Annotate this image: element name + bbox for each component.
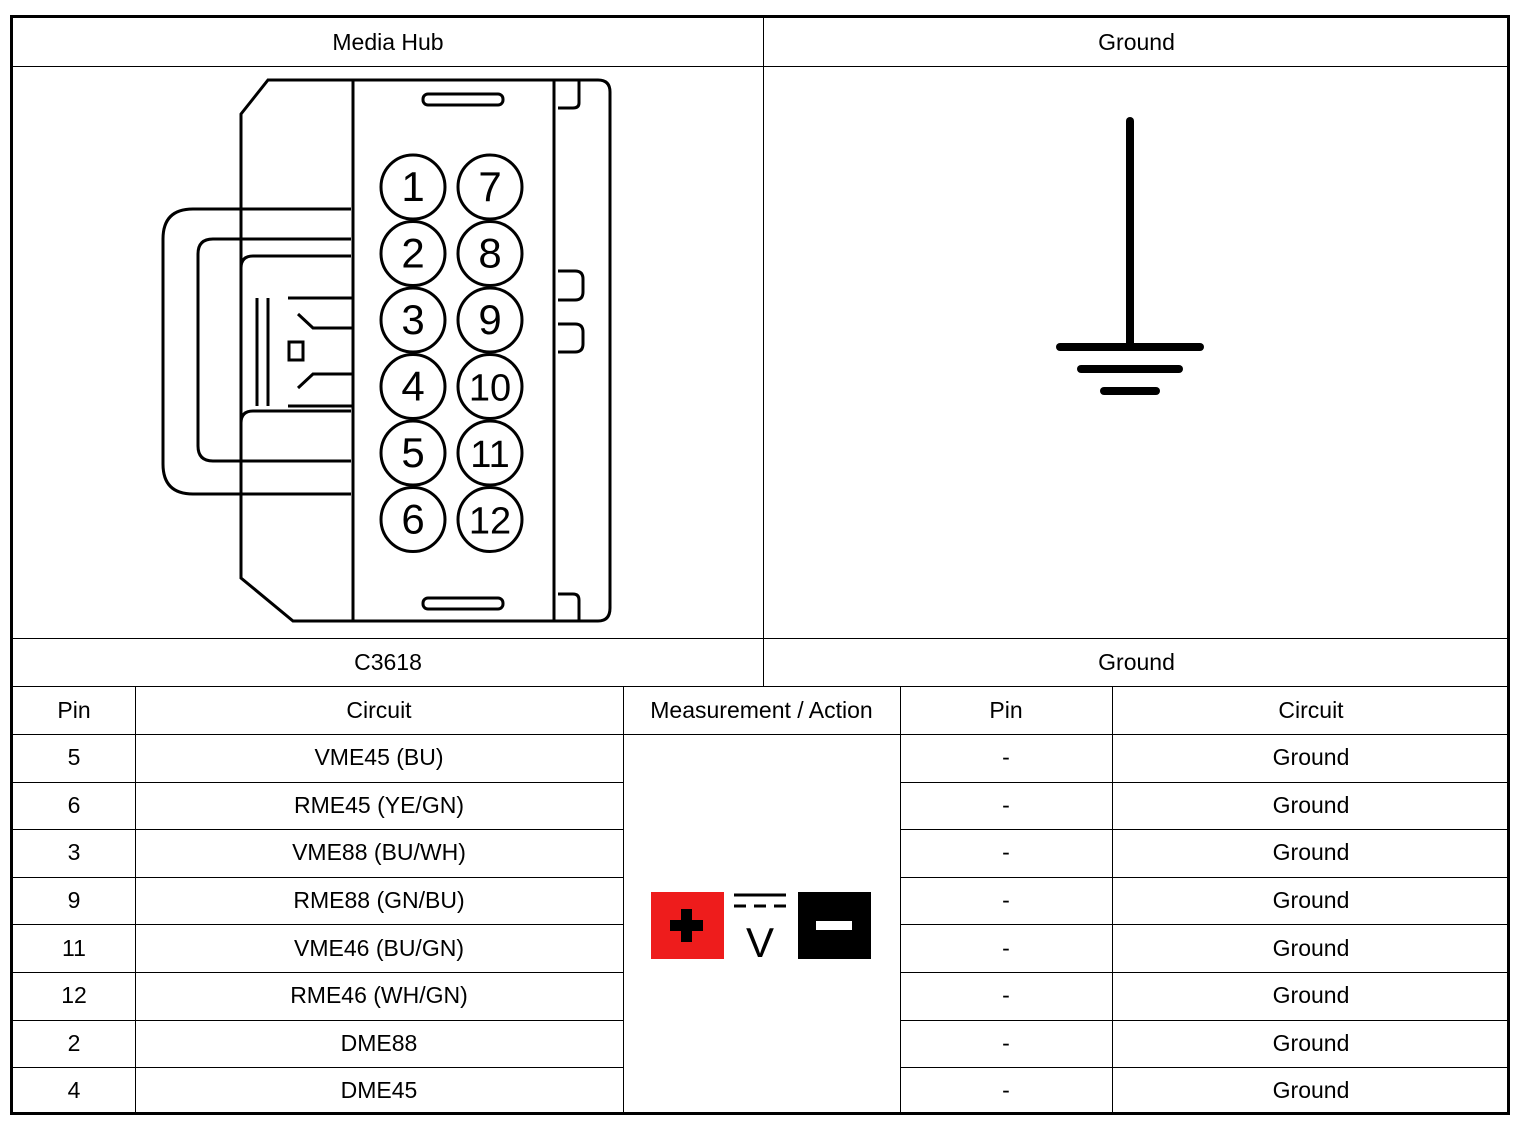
cell-circuit: RME45 (YE/GN) xyxy=(294,791,464,818)
pin-9-circle xyxy=(456,286,524,354)
pin-11-label: 11 xyxy=(470,434,509,476)
col-header-circuit-2: Circuit xyxy=(1278,696,1344,723)
cell-circuit: RME46 (WH/GN) xyxy=(290,982,468,1009)
cell-circuit: RME88 (GN/BU) xyxy=(293,887,465,914)
pin-5-label: 5 xyxy=(401,429,424,476)
cell-circuit: VME45 (BU) xyxy=(314,744,444,771)
cell-circuit-2: Ground xyxy=(1272,1029,1350,1056)
cell-circuit-2: Ground xyxy=(1272,934,1350,961)
dc-voltage-icon xyxy=(734,893,786,908)
pin-8-label: 8 xyxy=(478,230,501,277)
cell-pin: 12 xyxy=(61,982,87,1009)
cell-circuit: VME88 (BU/WH) xyxy=(292,839,466,866)
col-header-pin-2: Pin xyxy=(989,696,1023,723)
positive-probe-icon xyxy=(651,892,724,959)
cell-pin: 6 xyxy=(67,791,81,818)
pin-6-circle xyxy=(379,486,447,553)
pin-8-circle xyxy=(456,220,524,287)
cell-pin: 2 xyxy=(67,1029,81,1056)
ground-title: Ground xyxy=(1098,28,1175,55)
pin-5-circle xyxy=(379,419,447,487)
cell-circuit-2: Ground xyxy=(1272,887,1350,914)
col-header-pin: Pin xyxy=(57,696,91,723)
connector-test-sheet: Media Hub Ground xyxy=(10,15,1510,1115)
cell-pin: 4 xyxy=(67,1077,81,1104)
pin-9-label: 9 xyxy=(478,296,501,343)
voltage-symbol-text: V xyxy=(746,919,774,966)
pin-4-circle xyxy=(379,353,447,420)
col-header-circuit: Circuit xyxy=(346,696,412,723)
pin-2-circle xyxy=(379,220,447,287)
pin-12-label: 12 xyxy=(469,501,511,543)
pin-1-circle xyxy=(379,153,447,221)
cell-pin: 9 xyxy=(67,887,81,914)
pin-11-circle xyxy=(456,419,524,487)
ground-label: Ground xyxy=(1098,648,1175,675)
cell-circuit-2: Ground xyxy=(1272,744,1350,771)
ground-symbol xyxy=(1056,117,1204,395)
pin-1-label: 1 xyxy=(401,163,424,210)
pin-12-circle xyxy=(456,486,524,553)
cell-circuit: VME46 (BU/GN) xyxy=(294,934,464,961)
cell-pin-2: - xyxy=(1002,934,1010,961)
pin-10-circle xyxy=(456,353,524,420)
ground-icon xyxy=(1056,117,1204,395)
cell-pin-2: - xyxy=(1002,887,1010,914)
pin-4-label: 4 xyxy=(401,363,424,410)
cell-pin-2: - xyxy=(1002,982,1010,1009)
cell-pin-2: - xyxy=(1002,1029,1010,1056)
col-header-measurement: Measurement / Action xyxy=(650,696,873,723)
cell-pin: 11 xyxy=(62,934,86,961)
pin-6-label: 6 xyxy=(401,496,424,543)
cell-pin: 5 xyxy=(67,744,81,771)
negative-probe-icon xyxy=(798,892,871,959)
pin-3-circle xyxy=(379,286,447,354)
cell-circuit-2: Ground xyxy=(1272,839,1350,866)
cell-pin-2: - xyxy=(1002,839,1010,866)
pin-10-label: 10 xyxy=(469,368,511,410)
cell-circuit-2: Ground xyxy=(1272,982,1350,1009)
pin-2-label: 2 xyxy=(401,230,424,277)
voltage-measurement-symbol: V xyxy=(651,892,871,966)
pin-3-label: 3 xyxy=(401,296,424,343)
cell-pin-2: - xyxy=(1002,791,1010,818)
cell-circuit-2: Ground xyxy=(1272,791,1350,818)
media-hub-title: Media Hub xyxy=(332,28,444,55)
cell-pin-2: - xyxy=(1002,1077,1010,1104)
cell-circuit: DME45 xyxy=(340,1077,418,1104)
cell-circuit: DME88 xyxy=(340,1029,418,1056)
pin-7-label: 7 xyxy=(478,163,501,210)
cell-pin: 3 xyxy=(67,839,81,866)
cell-circuit-2: Ground xyxy=(1272,1077,1350,1104)
pin-7-circle xyxy=(456,153,524,221)
connector-id-label: C3618 xyxy=(354,648,422,675)
cell-pin-2: - xyxy=(1002,744,1010,771)
